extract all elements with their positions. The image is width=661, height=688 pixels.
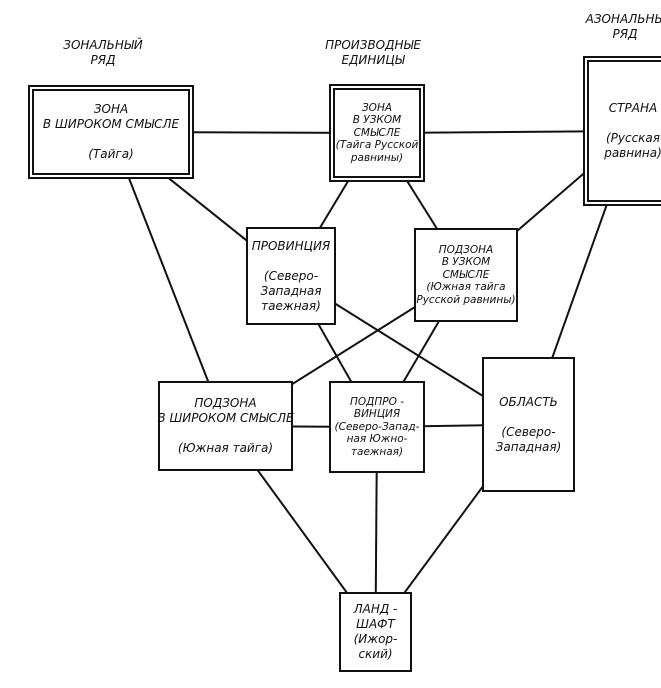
node-zone-narrow: ЗОНА В УЗКОМ СМЫСЛЕ (Тайга Русской равни…: [329, 84, 425, 182]
node-subzone-narrow: ПОДЗОНА В УЗКОМ СМЫСЛЕ (Южная тайга Русс…: [414, 228, 518, 322]
node-zone-broad-label: ЗОНА В ШИРОКОМ СМЫСЛЕ (Тайга): [42, 102, 180, 161]
node-subprovince-label: ПОДПРО - ВИНЦИЯ (Северо-Запад- ная Южно-…: [334, 395, 420, 458]
node-country-label: СТРАНА (Русская равнина): [604, 101, 661, 160]
node-province: ПРОВИНЦИЯ (Северо- Западная таежная): [246, 227, 336, 325]
node-zone-broad: ЗОНА В ШИРОКОМ СМЫСЛЕ (Тайга): [28, 85, 194, 179]
header-azonal-series: АЗОНАЛЬНЫ РЯД: [585, 12, 661, 41]
node-landscape-label: ЛАНД - ШАФТ (Ижор- ский): [353, 602, 398, 661]
node-subzone-narrow-label: ПОДЗОНА В УЗКОМ СМЫСЛЕ (Южная тайга Русс…: [416, 243, 516, 306]
node-province-label: ПРОВИНЦИЯ (Северо- Западная таежная): [251, 238, 331, 313]
node-landscape: ЛАНД - ШАФТ (Ижор- ский): [339, 592, 412, 672]
header-zonal-series: ЗОНАЛЬНЫЙ РЯД: [63, 38, 143, 67]
node-region: ОБЛАСТЬ (Северо- Западная): [482, 357, 575, 492]
node-country: СТРАНА (Русская равнина): [583, 56, 661, 206]
node-subprovince: ПОДПРО - ВИНЦИЯ (Северо-Запад- ная Южно-…: [329, 381, 425, 473]
node-subzone-broad: ПОДЗОНА В ШИРОКОМ СМЫСЛЕ (Южная тайга): [157, 381, 294, 471]
node-subzone-broad-label: ПОДЗОНА В ШИРОКОМ СМЫСЛЕ (Южная тайга): [157, 396, 294, 455]
edge-zone_broad-to-subzone_broad: [110, 131, 227, 427]
node-zone-narrow-label: ЗОНА В УЗКОМ СМЫСЛЕ (Тайга Русской равни…: [335, 101, 419, 164]
node-region-label: ОБЛАСТЬ (Северо- Западная): [495, 394, 562, 454]
header-derived-units: ПРОИЗВОДНЫЕ ЕДИНИЦЫ: [325, 38, 421, 67]
